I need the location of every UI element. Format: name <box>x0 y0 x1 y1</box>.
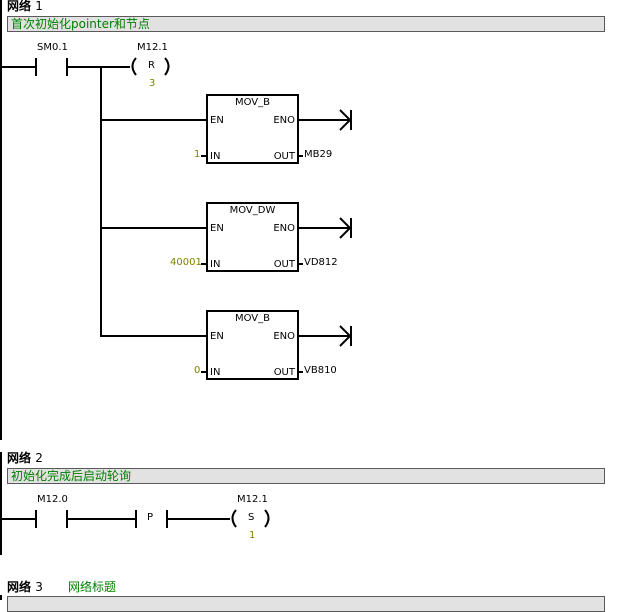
pin-out: OUT <box>273 367 295 378</box>
pin-out: OUT <box>273 151 295 162</box>
pin-en: EN <box>210 115 224 126</box>
out-tick <box>298 371 303 373</box>
pin-in: IN <box>210 259 221 270</box>
out-value[interactable]: VD812 <box>304 257 338 268</box>
network-comment-text: 初始化完成后启动轮询 <box>11 469 132 483</box>
contact-m120-left-bar[interactable] <box>35 510 37 528</box>
p-edge-label: P <box>147 512 154 523</box>
eno-wire <box>298 119 350 121</box>
coil-address: M12.1 <box>237 494 268 505</box>
in-tick <box>201 371 207 373</box>
in-value[interactable]: 1 <box>194 149 201 160</box>
network-2-comment[interactable]: 初始化完成后启动轮询 <box>7 468 605 484</box>
eno-wire <box>298 335 350 337</box>
pin-out: OUT <box>273 259 295 270</box>
rung-wire <box>66 518 136 520</box>
mov-dw-box[interactable]: MOV_DW EN ENO IN OUT <box>206 202 299 272</box>
network-number: 3 <box>35 580 43 594</box>
in-value[interactable]: 0 <box>194 365 201 376</box>
coil-op: S <box>248 512 255 523</box>
rung-wire <box>0 66 36 68</box>
rung-wire <box>66 66 130 68</box>
pin-in: IN <box>210 151 221 162</box>
coil-count: 1 <box>249 530 256 541</box>
pin-eno: ENO <box>273 115 295 126</box>
branch-wire <box>100 66 102 337</box>
network-2-title[interactable]: 网络 2 <box>7 449 43 466</box>
out-tick <box>298 155 303 157</box>
contact-address: M12.0 <box>37 494 68 505</box>
network-3-subtitle[interactable]: 网络标题 <box>68 580 117 594</box>
in-tick <box>201 155 207 157</box>
coil-op: R <box>148 60 155 71</box>
pin-en: EN <box>210 331 224 342</box>
pin-en: EN <box>210 223 224 234</box>
network-3-title[interactable]: 网络 3 <box>7 578 43 595</box>
rail-gap <box>0 440 3 452</box>
network-number: 1 <box>35 0 43 13</box>
mov-b-box[interactable]: MOV_B EN ENO IN OUT <box>206 94 299 164</box>
rung-wire <box>100 227 207 229</box>
contact-sm01-left-bar[interactable] <box>35 58 37 76</box>
network-number: 2 <box>35 451 43 465</box>
rung-wire <box>166 518 230 520</box>
pin-eno: ENO <box>273 331 295 342</box>
p-edge-left-bar[interactable] <box>135 510 137 528</box>
out-value[interactable]: MB29 <box>304 149 333 160</box>
rail-gap <box>0 555 3 595</box>
out-tick <box>298 263 303 265</box>
network-comment-text: 首次初始化pointer和节点 <box>11 17 150 31</box>
contact-address: SM0.1 <box>37 42 68 53</box>
network-1-comment[interactable]: 首次初始化pointer和节点 <box>7 16 605 32</box>
network-label: 网络 <box>7 0 32 13</box>
eno-wire <box>298 227 350 229</box>
pin-eno: ENO <box>273 223 295 234</box>
rung-wire <box>100 335 207 337</box>
box-name: MOV_B <box>234 97 271 108</box>
in-value[interactable]: 40001 <box>170 257 202 268</box>
pin-in: IN <box>210 367 221 378</box>
power-rail <box>0 0 2 600</box>
network-1-title[interactable]: 网络 1 <box>7 0 43 14</box>
in-tick <box>201 263 207 265</box>
rung-wire <box>100 119 207 121</box>
box-name: MOV_DW <box>229 205 276 216</box>
out-value[interactable]: VB810 <box>304 365 337 376</box>
network-label: 网络 <box>7 451 32 465</box>
box-name: MOV_B <box>234 313 271 324</box>
network-3-comment[interactable] <box>7 596 605 612</box>
rung-wire <box>0 518 36 520</box>
coil-count: 3 <box>149 78 156 89</box>
coil-address: M12.1 <box>137 42 168 53</box>
mov-b-box[interactable]: MOV_B EN ENO IN OUT <box>206 310 299 380</box>
network-label: 网络 <box>7 580 32 594</box>
